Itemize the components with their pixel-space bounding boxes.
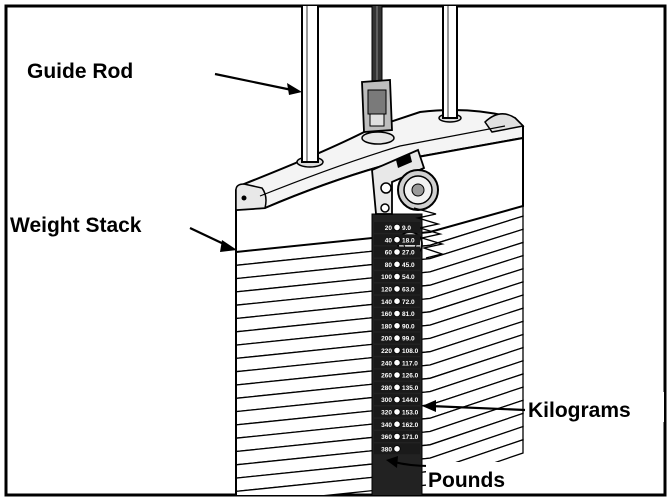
scale-row: 280 135.0 [374,381,420,393]
pounds-value: 380 [381,446,392,453]
selector-hole[interactable] [393,334,401,342]
selector-hole[interactable] [393,383,401,391]
label-weight-stack: Weight Stack [10,214,142,237]
pounds-value: 60 [385,250,393,257]
kilograms-value: 117.0 [402,360,418,367]
scale-row: 380 [374,443,420,455]
selector-hole[interactable] [393,223,401,231]
arrow-kilograms [422,400,526,412]
kilograms-value: 45.0 [402,262,415,269]
scale-row: 320 153.0 [374,406,420,418]
scale-row: 120 63.0 [374,283,420,295]
selector-hole[interactable] [393,395,401,404]
arrow-weight-stack [189,227,237,252]
kilograms-value: 90.0 [402,323,415,330]
selector-hole[interactable] [393,272,401,281]
scale-row: 260 126.0 [374,369,420,381]
pounds-value: 40 [385,237,393,244]
kilograms-value: 99.0 [402,336,415,343]
selector-hole[interactable] [393,260,401,268]
pounds-value: 140 [381,299,392,306]
pounds-value: 340 [381,422,392,429]
kilograms-value: 126.0 [402,373,419,380]
pounds-value: 100 [381,274,392,281]
scale-row: 140 72.0 [374,295,420,307]
guide-rod-left [301,6,319,163]
selector-hole[interactable] [393,297,401,305]
pounds-value: 360 [381,434,392,441]
selector-hole[interactable] [393,420,401,428]
pounds-value: 160 [381,311,392,318]
label-pounds: Pounds [428,469,505,492]
kilograms-value: 135.0 [402,385,419,392]
scale-row: 300 144.0 [374,394,420,405]
selector-hole[interactable] [393,432,401,441]
selector-hole[interactable] [393,371,401,379]
kilograms-value: 9.0 [402,225,411,232]
kilograms-value: 108.0 [402,348,419,355]
kilograms-value: 54.0 [402,274,415,281]
selector-hole[interactable] [393,236,401,244]
selector-hole[interactable] [393,322,401,330]
scale-row: 200 99.0 [374,332,420,344]
arrow-guide-rod [214,72,302,95]
selector-hole[interactable] [393,445,401,453]
kilograms-value: 18.0 [402,237,415,244]
kilograms-value: 153.0 [402,410,419,417]
kilograms-value: 63.0 [402,287,415,294]
pounds-value: 20 [385,225,393,232]
pounds-value: 120 [381,287,392,294]
selector-hole[interactable] [393,309,401,318]
scale-row: 340 162.0 [374,418,420,430]
scale-row: 240 117.0 [374,357,420,369]
kilograms-value: 144.0 [402,397,419,404]
guide-rod-right [442,6,458,119]
pounds-value: 80 [385,262,393,269]
selector-hole[interactable] [393,408,401,416]
pounds-value: 200 [381,336,392,343]
selector-hole[interactable] [393,346,401,354]
selector-hole[interactable] [393,248,401,256]
label-guide-rod: Guide Rod [27,60,133,83]
pounds-value: 220 [381,348,392,355]
pounds-value: 260 [381,373,392,380]
pounds-value: 300 [381,397,392,404]
cable-clamp [361,6,393,133]
label-kilograms: Kilograms [528,399,631,422]
scale-row: 220 108.0 [374,345,420,356]
kilograms-value: 81.0 [402,311,415,318]
selector-hole[interactable] [393,359,401,367]
scale-row: 360 171.0 [374,431,420,442]
kilograms-value: 27.0 [402,250,415,257]
pounds-value: 180 [381,323,392,330]
scale-row: 100 54.0 [374,271,420,282]
kilograms-value: 171.0 [402,434,419,441]
scale-row: 40 18.0 [374,234,420,246]
scale-row: 80 45.0 [374,258,420,270]
kilograms-value: 162.0 [402,422,419,429]
selector-hole[interactable] [393,285,401,293]
pounds-value: 240 [381,360,392,367]
pounds-value: 320 [381,410,392,417]
scale-row: 180 90.0 [374,320,420,332]
scale-row: 160 81.0 [374,308,420,319]
pounds-value: 280 [381,385,392,392]
kilograms-value: 72.0 [402,299,415,306]
scale-row: 60 27.0 [374,246,420,258]
